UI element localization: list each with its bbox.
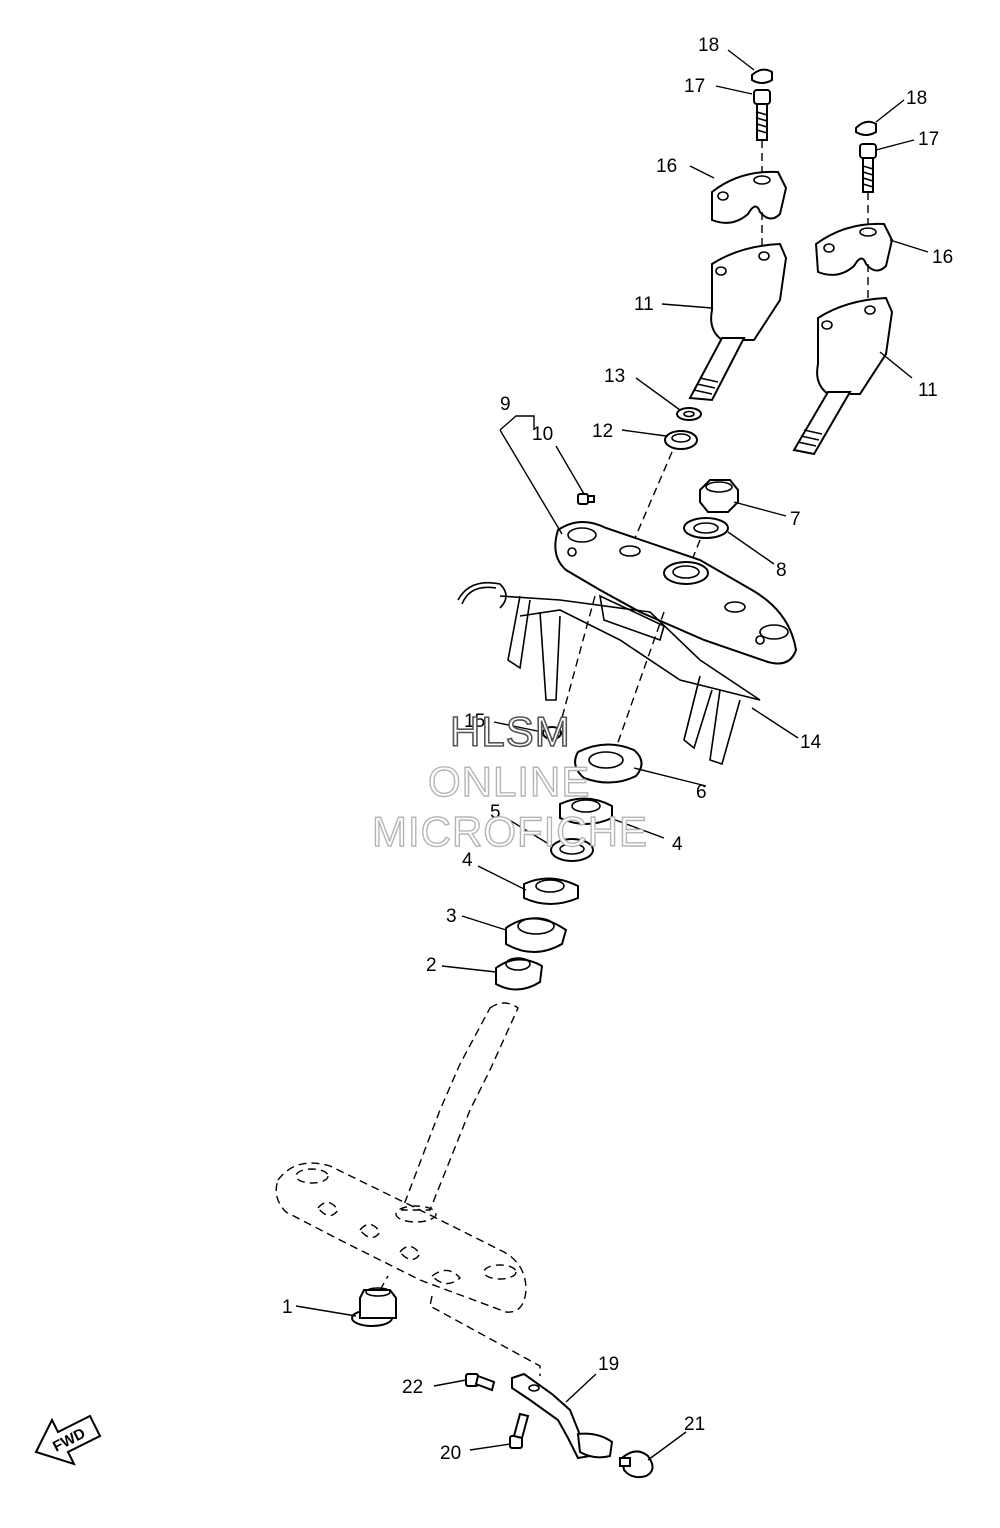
fwd-arrow-icon: FWD	[34, 1414, 102, 1466]
callout-20: 20	[440, 1443, 461, 1464]
callout-12: 12	[592, 421, 613, 442]
callout-1: 1	[282, 1297, 293, 1318]
callouts: 18 17 16 11 18 17 16 11 13 12 9 10 7 8 1…	[282, 35, 953, 1464]
washer-6	[574, 743, 643, 784]
callout-17-left: 17	[684, 76, 705, 97]
callout-22: 22	[402, 1377, 423, 1398]
callout-13: 13	[604, 366, 625, 387]
holder-16-right	[814, 222, 894, 276]
callout-2: 2	[426, 955, 437, 976]
callout-11-right: 11	[918, 380, 938, 401]
damper-12	[664, 430, 698, 450]
callout-4-lower: 4	[462, 850, 473, 871]
bolt-10	[577, 493, 595, 505]
callout-16-left: 16	[656, 156, 677, 177]
callout-5: 5	[490, 802, 501, 823]
watermark-line2: ONLINE	[428, 758, 590, 805]
cap-18-left	[751, 68, 773, 84]
callout-3: 3	[446, 906, 457, 927]
watermark-line3: MICROFICHE	[372, 808, 648, 855]
ring-nut-4-lower	[523, 877, 579, 905]
callout-10: 10	[532, 424, 553, 445]
callout-6: 6	[696, 782, 707, 803]
bolt-20	[509, 1412, 530, 1449]
callout-9: 9	[500, 394, 511, 415]
wire-bracket-14	[457, 581, 761, 766]
holder-16-left	[711, 170, 788, 224]
washer-8	[683, 517, 729, 539]
callout-7: 7	[790, 509, 801, 530]
riser-11-left	[688, 242, 788, 402]
washer-13	[676, 407, 702, 421]
callout-14: 14	[800, 732, 822, 753]
callout-19: 19	[598, 1354, 619, 1375]
cap-18-right	[855, 120, 877, 136]
cover-3	[505, 917, 568, 953]
callout-21: 21	[684, 1414, 705, 1435]
washer-5	[550, 838, 594, 862]
callout-11-left: 11	[634, 294, 654, 315]
steering-stem	[275, 1002, 527, 1313]
stem-nut-1	[351, 1287, 397, 1327]
leader-lines	[295, 49, 929, 1461]
bearing-2	[495, 957, 544, 991]
nut-7	[699, 479, 739, 513]
bolt-17-left	[753, 89, 771, 141]
callout-16-right: 16	[932, 247, 953, 268]
bracket-19	[511, 1372, 614, 1460]
callout-17-right: 17	[918, 129, 939, 150]
nut-15	[542, 726, 562, 740]
bolt-22	[465, 1373, 496, 1392]
callout-8: 8	[776, 560, 787, 581]
upper-bracket-9	[554, 521, 798, 665]
riser-11-right	[792, 296, 894, 456]
watermark-line1: HLSM	[450, 708, 571, 755]
watermark: HLSM ONLINE MICROFICHE	[371, 707, 648, 856]
callout-18-left: 18	[698, 35, 719, 56]
callout-4-upper: 4	[672, 834, 683, 855]
callout-18-right: 18	[906, 88, 927, 109]
bolt-17-right	[859, 143, 877, 193]
clamp-21	[619, 1450, 654, 1479]
callout-15: 15	[464, 711, 485, 732]
